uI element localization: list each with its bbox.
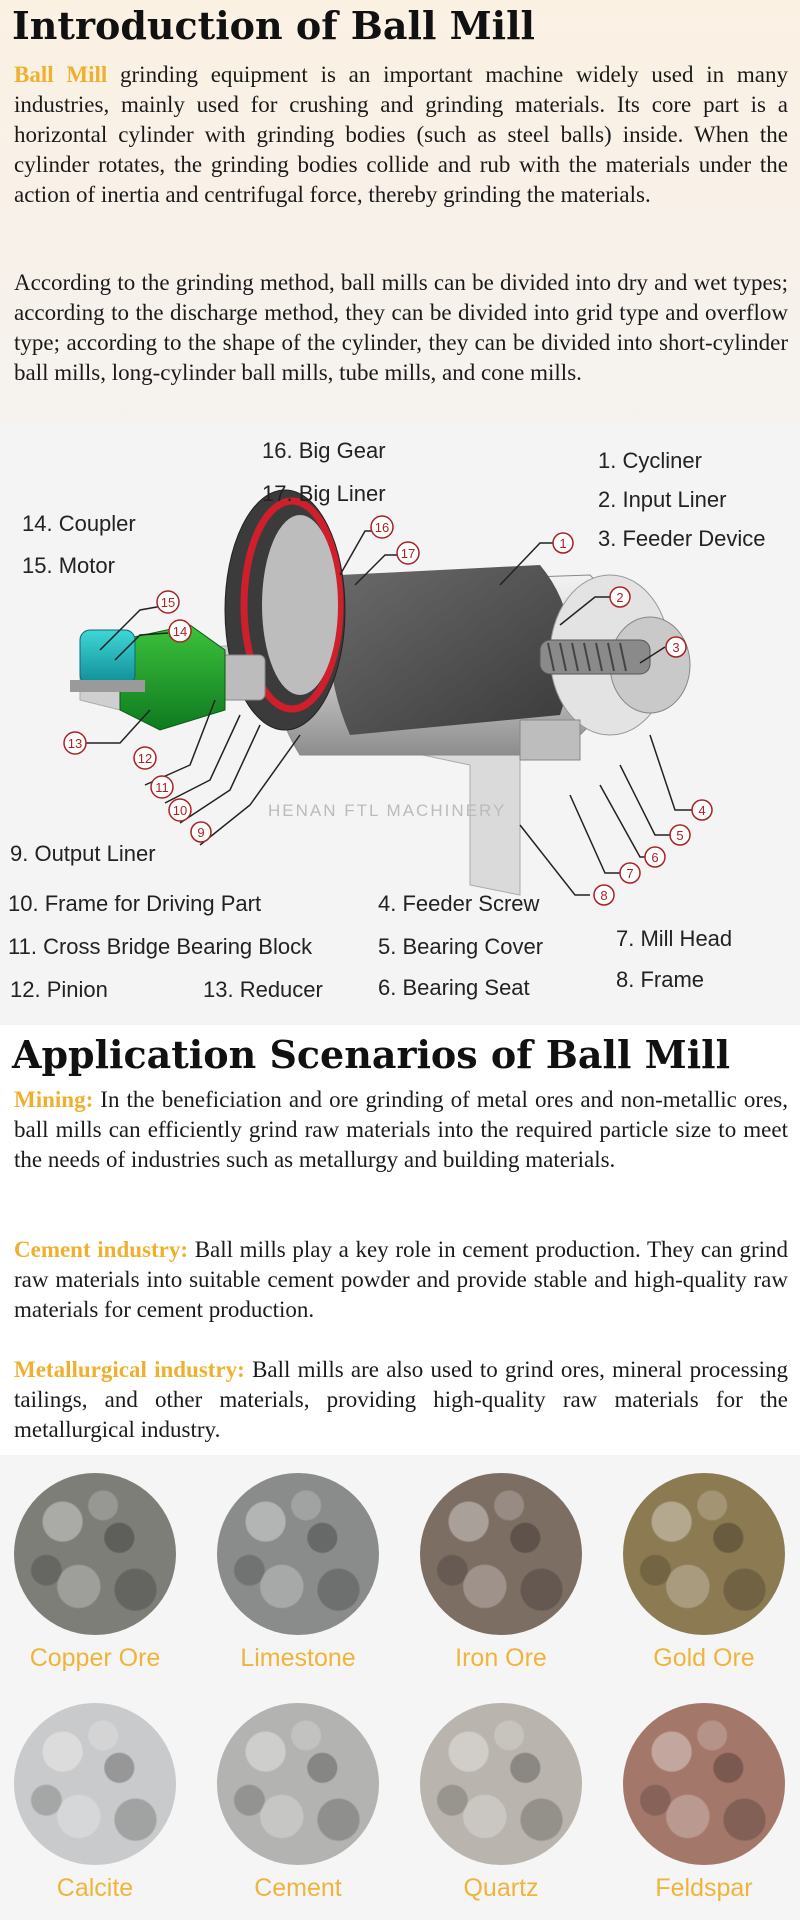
metallurgical-text: Ball mills are also used to grind ores, … bbox=[14, 1357, 789, 1442]
material-caption: Gold Ore bbox=[653, 1644, 755, 1672]
motor bbox=[79, 629, 136, 686]
intro-section: Introduction of Ball Mill Ball Mill grin… bbox=[0, 0, 800, 425]
material-calcite: Calcite bbox=[10, 1703, 180, 1903]
material-feldspar: Feldspar bbox=[619, 1703, 789, 1903]
callout-2: 2 bbox=[616, 590, 623, 605]
material-caption: Quartz bbox=[463, 1874, 539, 1902]
calcite-image bbox=[14, 1703, 176, 1865]
limestone-image bbox=[217, 1473, 379, 1635]
iron-ore-image bbox=[420, 1473, 582, 1635]
material-quartz: Quartz bbox=[416, 1703, 586, 1903]
label-bearing-seat: 6. Bearing Seat bbox=[378, 975, 530, 1000]
application-title: Application Scenarios of Ball Mill bbox=[12, 1032, 731, 1077]
intro-paragraph-1-text: grinding equipment is an important machi… bbox=[14, 62, 788, 207]
ball-mill-diagram: HENAN FTL MACHINERY 1 2 3 4 bbox=[0, 425, 800, 1025]
material-caption: Iron Ore bbox=[455, 1644, 547, 1672]
copper-ore-image bbox=[14, 1473, 176, 1635]
intro-paragraph-1: Ball Mill grinding equipment is an impor… bbox=[14, 60, 788, 210]
callout-6: 6 bbox=[651, 850, 658, 865]
cement-paragraph: Cement industry: Ball mills play a key r… bbox=[14, 1235, 788, 1325]
material-caption: Feldspar bbox=[655, 1874, 753, 1902]
callout-15: 15 bbox=[161, 595, 175, 610]
mining-label: Mining: bbox=[14, 1087, 94, 1112]
mining-text: In the beneficiation and ore grinding of… bbox=[14, 1087, 788, 1172]
label-frame: 8. Frame bbox=[616, 967, 704, 992]
callout-13: 13 bbox=[68, 736, 82, 751]
material-copper-ore: Copper Ore bbox=[10, 1473, 180, 1673]
label-frame-driving-part: 10. Frame for Driving Part bbox=[8, 891, 261, 916]
mill-interior bbox=[329, 565, 572, 735]
materials-grid: Copper Ore Limestone Iron Ore Gold Ore C… bbox=[0, 1455, 800, 1920]
callout-11: 11 bbox=[155, 780, 169, 795]
material-iron-ore: Iron Ore bbox=[416, 1473, 586, 1673]
label-big-liner: 17. Big Liner bbox=[262, 481, 386, 506]
feldspar-image bbox=[623, 1703, 785, 1865]
bearing-seat bbox=[519, 719, 581, 761]
label-motor: 15. Motor bbox=[22, 553, 115, 578]
label-output-liner: 9. Output Liner bbox=[10, 841, 156, 866]
leader-lines bbox=[75, 530, 692, 896]
ball-mill-highlight: Ball Mill bbox=[14, 62, 108, 87]
material-gold-ore: Gold Ore bbox=[619, 1473, 789, 1673]
material-limestone: Limestone bbox=[213, 1473, 383, 1673]
label-input-liner: 2. Input Liner bbox=[598, 487, 726, 512]
material-cement: Cement bbox=[213, 1703, 383, 1903]
label-bearing-cover: 5. Bearing Cover bbox=[378, 934, 543, 959]
callout-8: 8 bbox=[600, 888, 607, 903]
callout-markers: 1 2 3 4 5 6 7 8 9 10 11 12 13 14 15 16 1… bbox=[63, 515, 713, 906]
big-liner bbox=[240, 497, 344, 713]
cement-label: Cement industry: bbox=[14, 1237, 189, 1262]
callout-9: 9 bbox=[197, 825, 204, 840]
application-section: Application Scenarios of Ball Mill Minin… bbox=[0, 1025, 800, 1455]
callout-10: 10 bbox=[173, 803, 187, 818]
label-feeder-device: 3. Feeder Device bbox=[598, 526, 766, 551]
callout-7: 7 bbox=[626, 866, 633, 881]
feeder-screw bbox=[539, 639, 651, 675]
label-feeder-screw: 4. Feeder Screw bbox=[378, 891, 540, 916]
quartz-image bbox=[420, 1703, 582, 1865]
label-reducer: 13. Reducer bbox=[203, 977, 323, 1002]
material-caption: Cement bbox=[254, 1874, 342, 1902]
metallurgical-label: Metallurgical industry: bbox=[14, 1357, 245, 1382]
intro-title: Introduction of Ball Mill bbox=[12, 3, 535, 48]
cross-bridge-bearing bbox=[219, 654, 266, 701]
label-big-gear: 16. Big Gear bbox=[262, 438, 386, 463]
callout-12: 12 bbox=[138, 751, 152, 766]
label-cross-bridge-bearing-block: 11. Cross Bridge Bearing Block bbox=[8, 934, 313, 959]
material-caption: Calcite bbox=[56, 1874, 134, 1902]
gold-ore-image bbox=[623, 1473, 785, 1635]
label-coupler: 14. Coupler bbox=[22, 511, 136, 536]
intro-paragraph-2: According to the grinding method, ball m… bbox=[14, 270, 788, 385]
callout-3: 3 bbox=[672, 640, 679, 655]
material-caption: Copper Ore bbox=[29, 1644, 161, 1672]
cement-image bbox=[217, 1703, 379, 1865]
ball-mill-illustration: HENAN FTL MACHINERY 1 2 3 4 bbox=[8, 438, 766, 1002]
material-caption: Limestone bbox=[240, 1644, 356, 1672]
cement-text: Ball mills play a key role in cement pro… bbox=[14, 1237, 788, 1322]
watermark: HENAN FTL MACHINERY bbox=[268, 801, 506, 820]
callout-4: 4 bbox=[698, 803, 705, 818]
callout-16: 16 bbox=[375, 520, 389, 535]
metallurgical-paragraph: Metallurgical industry: Ball mills are a… bbox=[14, 1355, 788, 1445]
label-cycliner: 1. Cycliner bbox=[598, 448, 702, 473]
mining-paragraph: Mining: In the beneficiation and ore gri… bbox=[14, 1085, 788, 1175]
label-pinion: 12. Pinion bbox=[10, 977, 108, 1002]
callout-14: 14 bbox=[173, 624, 187, 639]
callout-5: 5 bbox=[676, 828, 683, 843]
callout-17: 17 bbox=[401, 546, 415, 561]
label-mill-head: 7. Mill Head bbox=[616, 926, 732, 951]
callout-1: 1 bbox=[559, 536, 566, 551]
